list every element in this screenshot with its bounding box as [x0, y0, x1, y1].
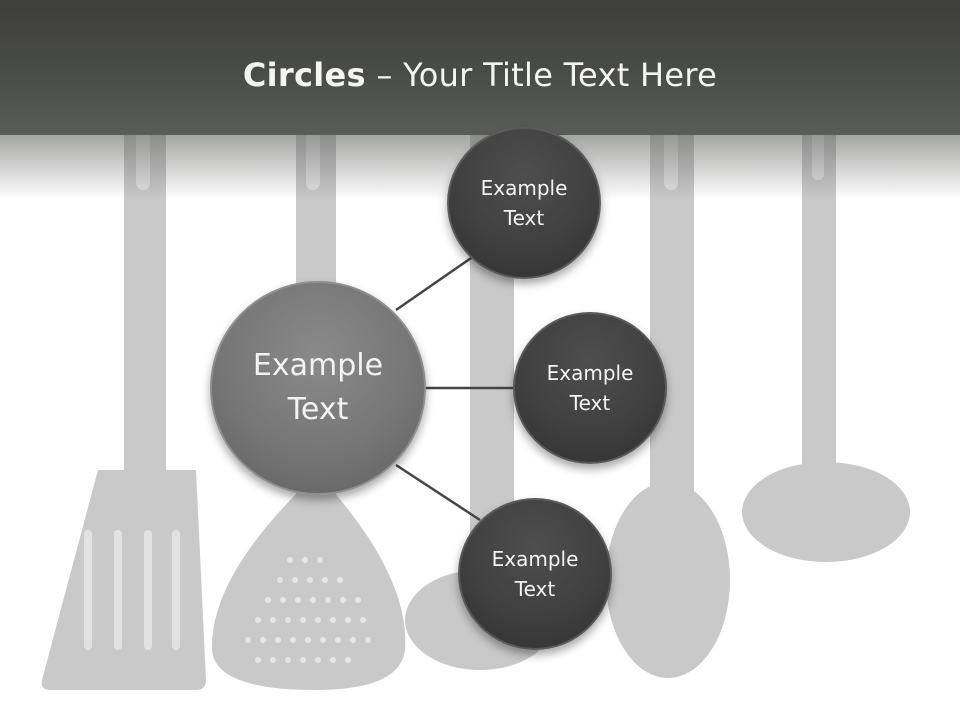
- node-circle: Example Text: [447, 127, 601, 279]
- slide-title: Circles – Your Title Text Here: [0, 52, 960, 98]
- node-label: Example Text: [491, 547, 579, 601]
- ladle-icon: [742, 120, 910, 562]
- center-circle: Example Text: [210, 281, 426, 495]
- node-circle: Example Text: [513, 312, 667, 464]
- node-circle: Example Text: [458, 498, 612, 650]
- title-bar: [0, 0, 960, 135]
- title-rest: – Your Title Text Here: [365, 56, 718, 94]
- title-bold: Circles: [242, 56, 366, 94]
- spoon-icon: [606, 120, 730, 678]
- node-label: Example Text: [546, 361, 634, 415]
- connector-line: [395, 463, 481, 522]
- spatula-icon: [41, 120, 206, 690]
- center-circle-label: Example Text: [252, 348, 384, 427]
- connector-line: [395, 254, 475, 312]
- node-label: Example Text: [480, 176, 568, 230]
